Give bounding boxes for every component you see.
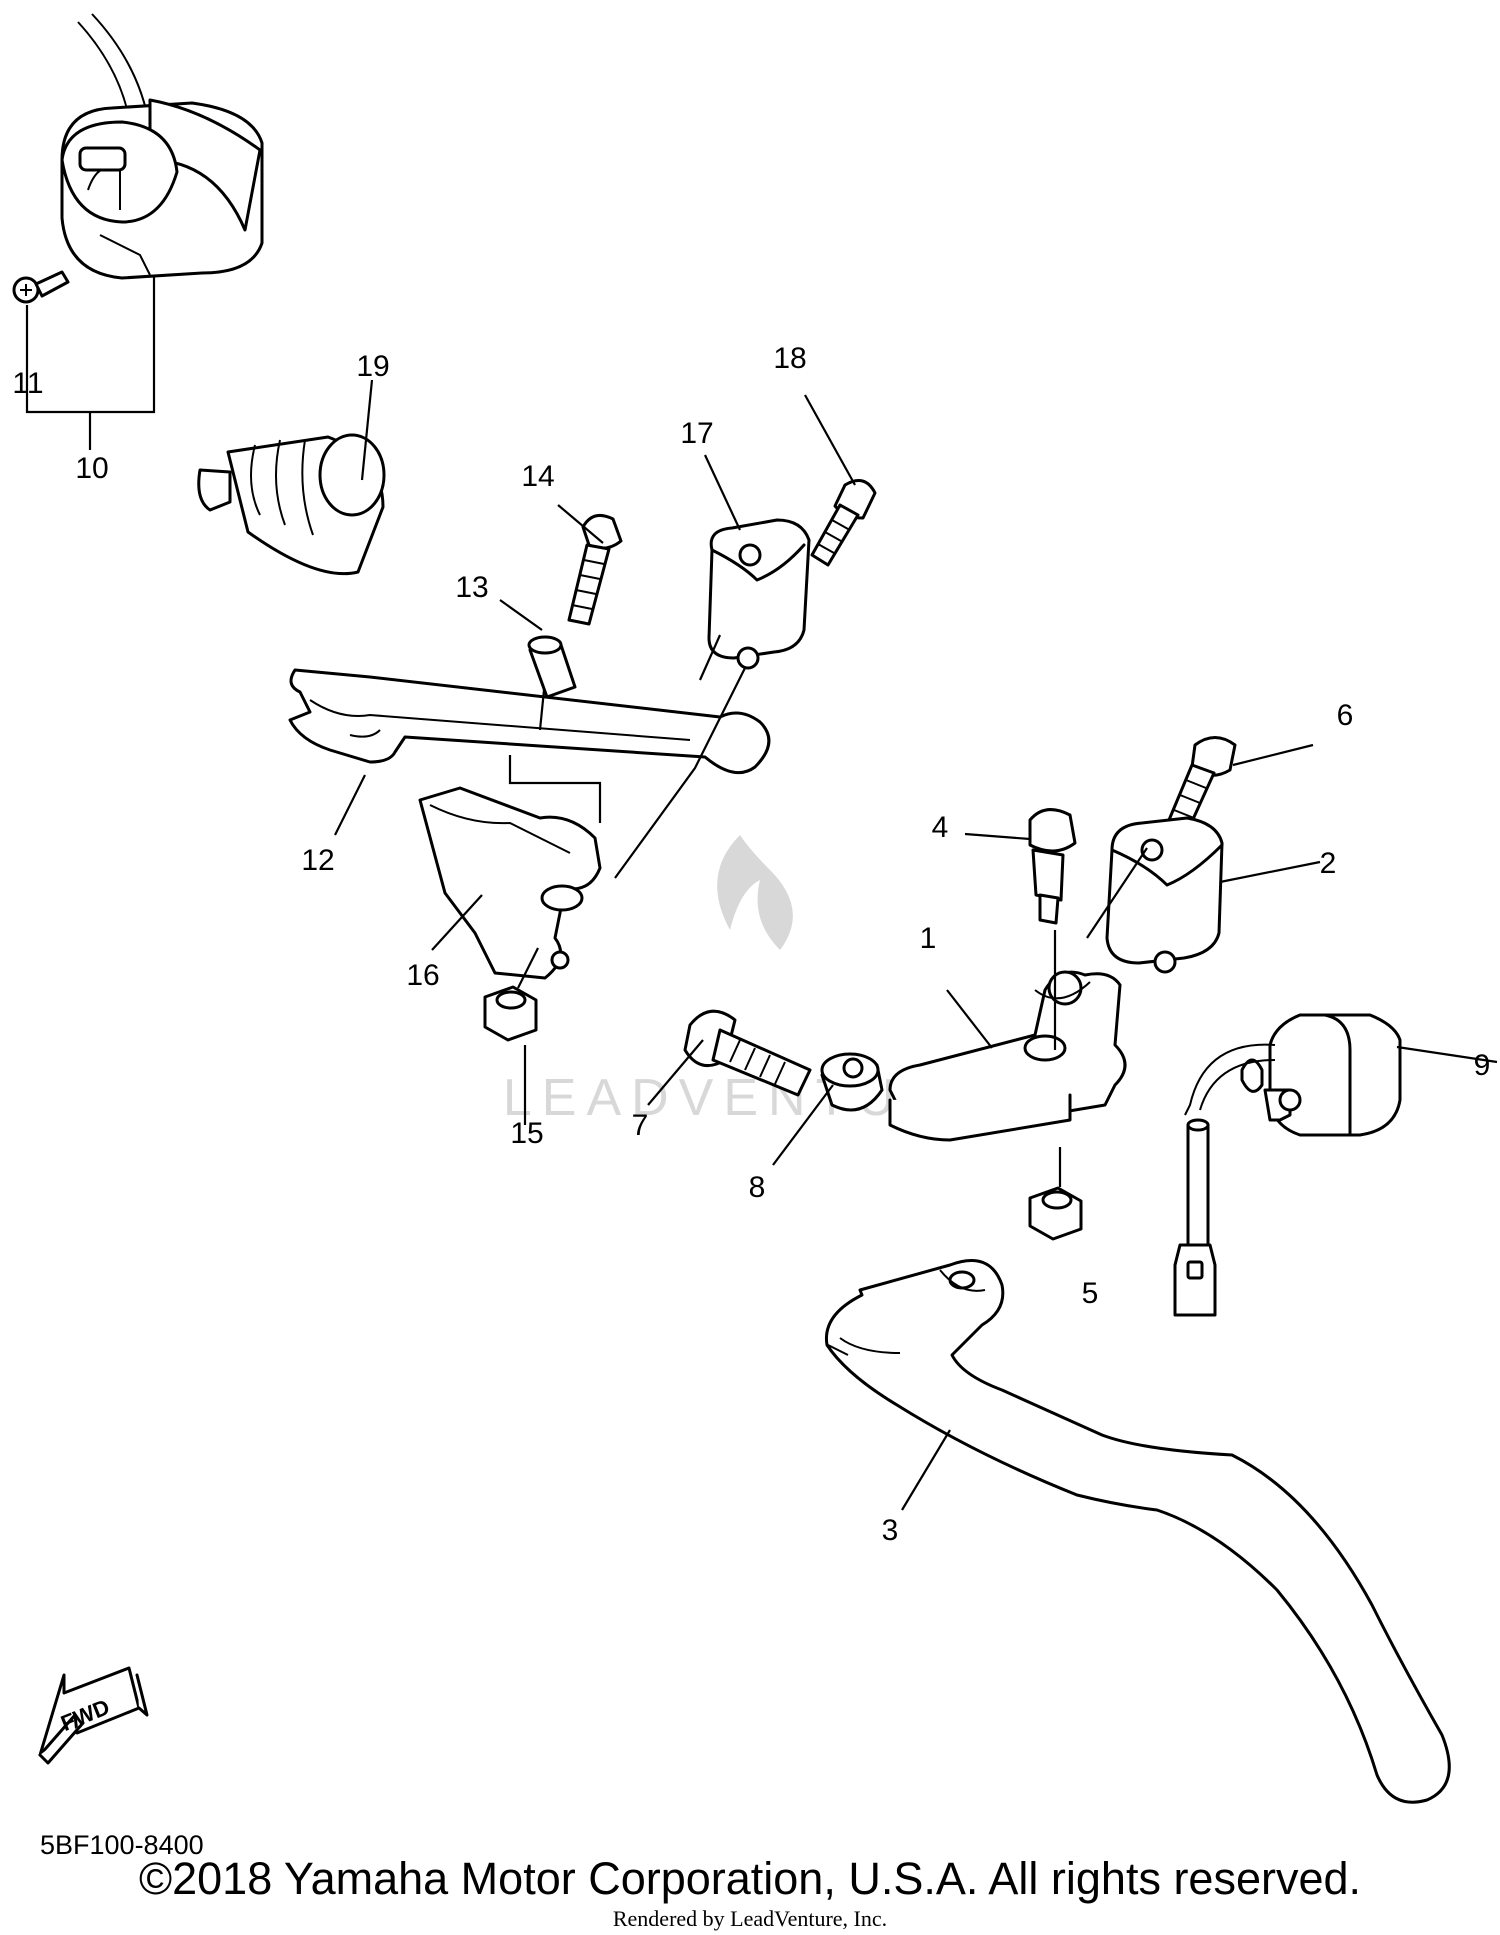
part-18-bolt [810, 479, 877, 567]
part-6-bolt [1167, 736, 1237, 830]
part-11-screw [12, 270, 70, 304]
part-5-nut [1028, 1186, 1083, 1241]
callout-4: 4 [932, 811, 949, 844]
callout-7: 7 [632, 1109, 649, 1142]
leader-lines [334, 379, 1498, 1511]
callout-8: 8 [749, 1171, 766, 1204]
callout-6: 6 [1337, 699, 1354, 732]
callout-9: 9 [1474, 1049, 1491, 1082]
bracket-10 [25, 277, 156, 414]
part-16-bracket [418, 786, 602, 980]
callout-2: 2 [1320, 847, 1337, 880]
fwd-arrow-icon: FWD [38, 1666, 149, 1765]
callout-5: 5 [1082, 1277, 1099, 1310]
watermark-flame-icon [717, 835, 793, 950]
part-9-switch [1173, 1013, 1402, 1317]
part-14-bolt [567, 513, 623, 626]
callout-17: 17 [680, 417, 713, 450]
diagram-code: 5BF100-8400 [40, 1830, 204, 1860]
callout-14: 14 [521, 460, 554, 493]
callout-3: 3 [882, 1514, 899, 1547]
part-19-cable-boot [197, 433, 386, 576]
copyright-notice: ©2018 Yamaha Motor Corporation, U.S.A. A… [138, 1853, 1362, 1904]
rendered-by-notice: Rendered by LeadVenture, Inc. [612, 1906, 888, 1931]
part-12-lever [288, 668, 771, 775]
part-10-switch-housing [60, 13, 264, 280]
callout-19: 19 [356, 350, 389, 383]
part-8-nut [820, 1052, 884, 1112]
part-4-bolt [1028, 808, 1077, 925]
part-15-nut [483, 985, 538, 1042]
callout-11: 11 [12, 367, 43, 400]
part-1-bracket [888, 970, 1127, 1142]
callout-18: 18 [773, 342, 806, 375]
part-13-collar [527, 635, 577, 699]
callout-1: 1 [920, 922, 937, 955]
callout-15: 15 [510, 1117, 543, 1150]
callout-13: 13 [455, 571, 488, 604]
callout-10: 10 [75, 452, 108, 485]
part-7-adjuster [683, 1009, 812, 1097]
part-17-holder [707, 518, 811, 670]
part-2-holder [1105, 816, 1224, 974]
callout-12: 12 [301, 844, 334, 877]
bracket-12-16 [508, 755, 602, 823]
part-3-lever [824, 1259, 1451, 1804]
callout-numbers: 1 2 3 4 5 6 7 8 9 10 11 12 13 14 15 16 1… [12, 342, 1490, 1547]
callout-16: 16 [406, 959, 439, 992]
